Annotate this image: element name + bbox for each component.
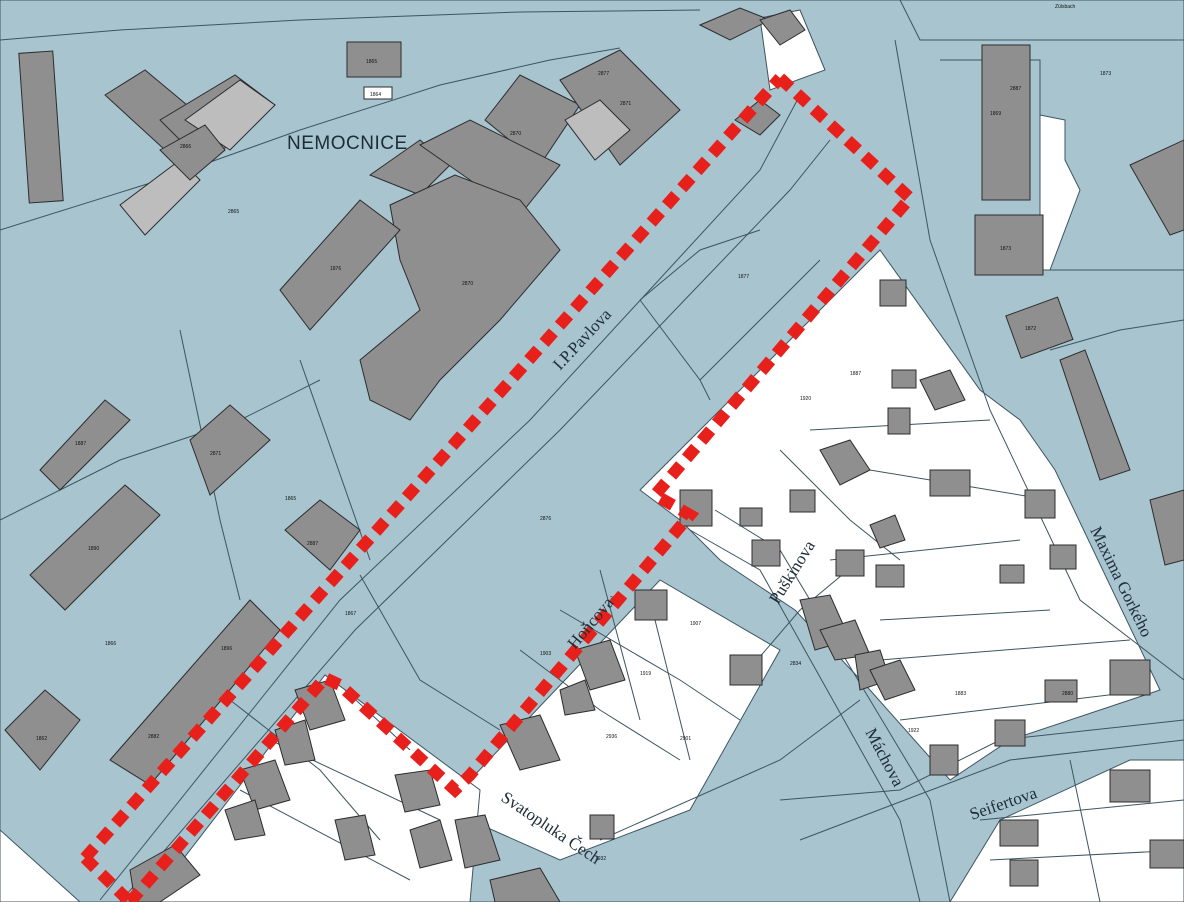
svg-text:2865: 2865 bbox=[228, 209, 239, 215]
svg-text:2880: 2880 bbox=[1062, 691, 1073, 697]
svg-text:1920: 1920 bbox=[800, 396, 811, 402]
svg-text:2901: 2901 bbox=[680, 736, 691, 742]
svg-text:2870: 2870 bbox=[510, 131, 521, 137]
svg-text:2866: 2866 bbox=[180, 144, 191, 150]
svg-text:2882: 2882 bbox=[148, 734, 159, 740]
area-label-nemocnice: NEMOCNICE bbox=[287, 133, 408, 154]
parcel-numbers: 1865 1864 2870 2871 2877 2866 2865 1876 … bbox=[36, 59, 1111, 862]
svg-text:1869: 1869 bbox=[990, 111, 1001, 117]
svg-text:1865: 1865 bbox=[366, 59, 377, 65]
svg-text:1883: 1883 bbox=[955, 691, 966, 697]
svg-text:1896: 1896 bbox=[221, 646, 232, 652]
svg-text:2887: 2887 bbox=[307, 541, 318, 547]
red-boundary-line bbox=[80, 73, 919, 902]
svg-text:2871: 2871 bbox=[210, 451, 221, 457]
svg-text:1867: 1867 bbox=[345, 611, 356, 617]
svg-text:2936: 2936 bbox=[606, 734, 617, 740]
block-sw-white bbox=[0, 829, 81, 902]
svg-text:1887: 1887 bbox=[75, 441, 86, 447]
svg-text:1873: 1873 bbox=[1100, 71, 1111, 77]
svg-text:2870: 2870 bbox=[462, 281, 473, 287]
buildings bbox=[4, 7, 1184, 902]
svg-text:1922: 1922 bbox=[908, 728, 919, 734]
svg-text:1864: 1864 bbox=[370, 92, 381, 98]
svg-text:1932: 1932 bbox=[595, 856, 606, 862]
svg-text:1907: 1907 bbox=[690, 621, 701, 627]
svg-text:1890: 1890 bbox=[88, 546, 99, 552]
svg-text:2876: 2876 bbox=[540, 516, 551, 522]
svg-text:1873: 1873 bbox=[1000, 246, 1011, 252]
svg-text:1866: 1866 bbox=[105, 641, 116, 647]
svg-text:1903: 1903 bbox=[540, 651, 551, 657]
block-svatopluka bbox=[149, 674, 481, 902]
svg-text:1887: 1887 bbox=[850, 371, 861, 377]
svg-text:2887: 2887 bbox=[1010, 86, 1021, 92]
svg-text:1919: 1919 bbox=[640, 671, 651, 677]
svg-text:2834: 2834 bbox=[790, 661, 801, 667]
svg-text:2877: 2877 bbox=[598, 71, 609, 77]
svg-text:2871: 2871 bbox=[620, 101, 631, 107]
svg-text:1877: 1877 bbox=[738, 274, 749, 280]
svg-text:1876: 1876 bbox=[330, 266, 341, 272]
svg-text:1872: 1872 bbox=[1025, 326, 1036, 332]
street-label-top-edge: Zülsbach bbox=[1055, 4, 1076, 10]
svg-text:1865: 1865 bbox=[285, 496, 296, 502]
svg-text:1862: 1862 bbox=[36, 736, 47, 742]
